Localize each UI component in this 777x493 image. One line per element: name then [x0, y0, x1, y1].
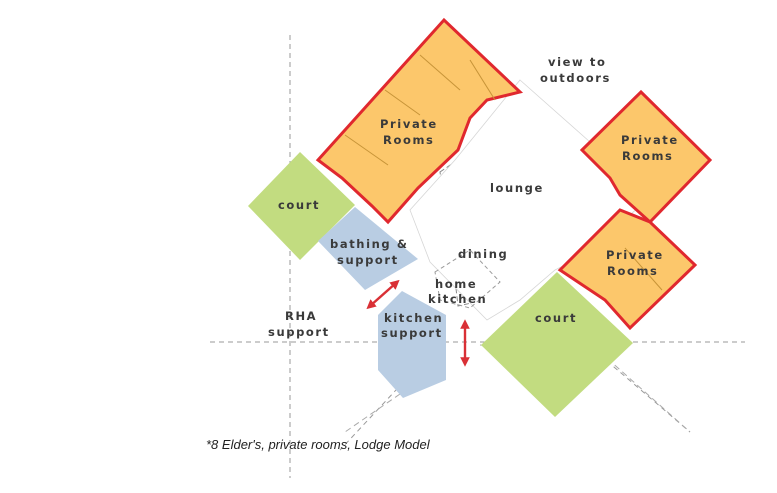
- svg-text:Private: Private: [380, 117, 438, 131]
- svg-text:support: support: [268, 325, 330, 339]
- kitchen-support-area: [378, 291, 446, 398]
- private-rooms-east-lower: [557, 208, 698, 331]
- svg-text:Rooms: Rooms: [383, 133, 434, 147]
- rha-support-label: RHA support: [268, 309, 330, 339]
- site-axis-lines: [210, 35, 745, 478]
- private-rooms-west-label: Private Rooms: [380, 117, 438, 147]
- view-to-outdoors-label: view to outdoors: [540, 55, 611, 85]
- court-east: [481, 272, 633, 417]
- svg-text:outdoors: outdoors: [540, 71, 611, 85]
- court-east-label: court: [535, 311, 577, 325]
- private-rooms-west-wing: [315, 17, 524, 225]
- court-west: [248, 152, 355, 260]
- svg-text:bathing &: bathing &: [330, 237, 408, 251]
- home-kitchen-label: home kitchen: [428, 277, 487, 306]
- svg-text:home: home: [435, 277, 477, 291]
- kitchen-bathing-connection-arrow: [366, 279, 400, 310]
- svg-text:kitchen: kitchen: [384, 311, 443, 325]
- kitchen-support-label: kitchen support: [381, 311, 443, 340]
- svg-text:view to: view to: [548, 55, 606, 69]
- dining-label: dining: [458, 247, 508, 261]
- home-kitchen-area: [434, 249, 501, 309]
- bathing-support-area: [318, 207, 418, 290]
- lounge-label: lounge: [490, 181, 544, 195]
- bathing-support-label: bathing & support: [330, 237, 408, 267]
- svg-text:Rooms: Rooms: [607, 264, 658, 278]
- court-west-label: court: [278, 198, 320, 212]
- private-rooms-east-lower-label: Private Rooms: [606, 248, 664, 278]
- svg-text:kitchen: kitchen: [428, 292, 487, 306]
- private-rooms-east-upper-label: Private Rooms: [621, 133, 679, 163]
- diagram-caption: *8 Elder's, private rooms, Lodge Model: [206, 437, 430, 452]
- svg-text:Private: Private: [621, 133, 679, 147]
- svg-text:support: support: [337, 253, 399, 267]
- svg-text:Private: Private: [606, 248, 664, 262]
- svg-text:support: support: [381, 326, 443, 340]
- svg-text:RHA: RHA: [285, 309, 317, 323]
- svg-text:Rooms: Rooms: [622, 149, 673, 163]
